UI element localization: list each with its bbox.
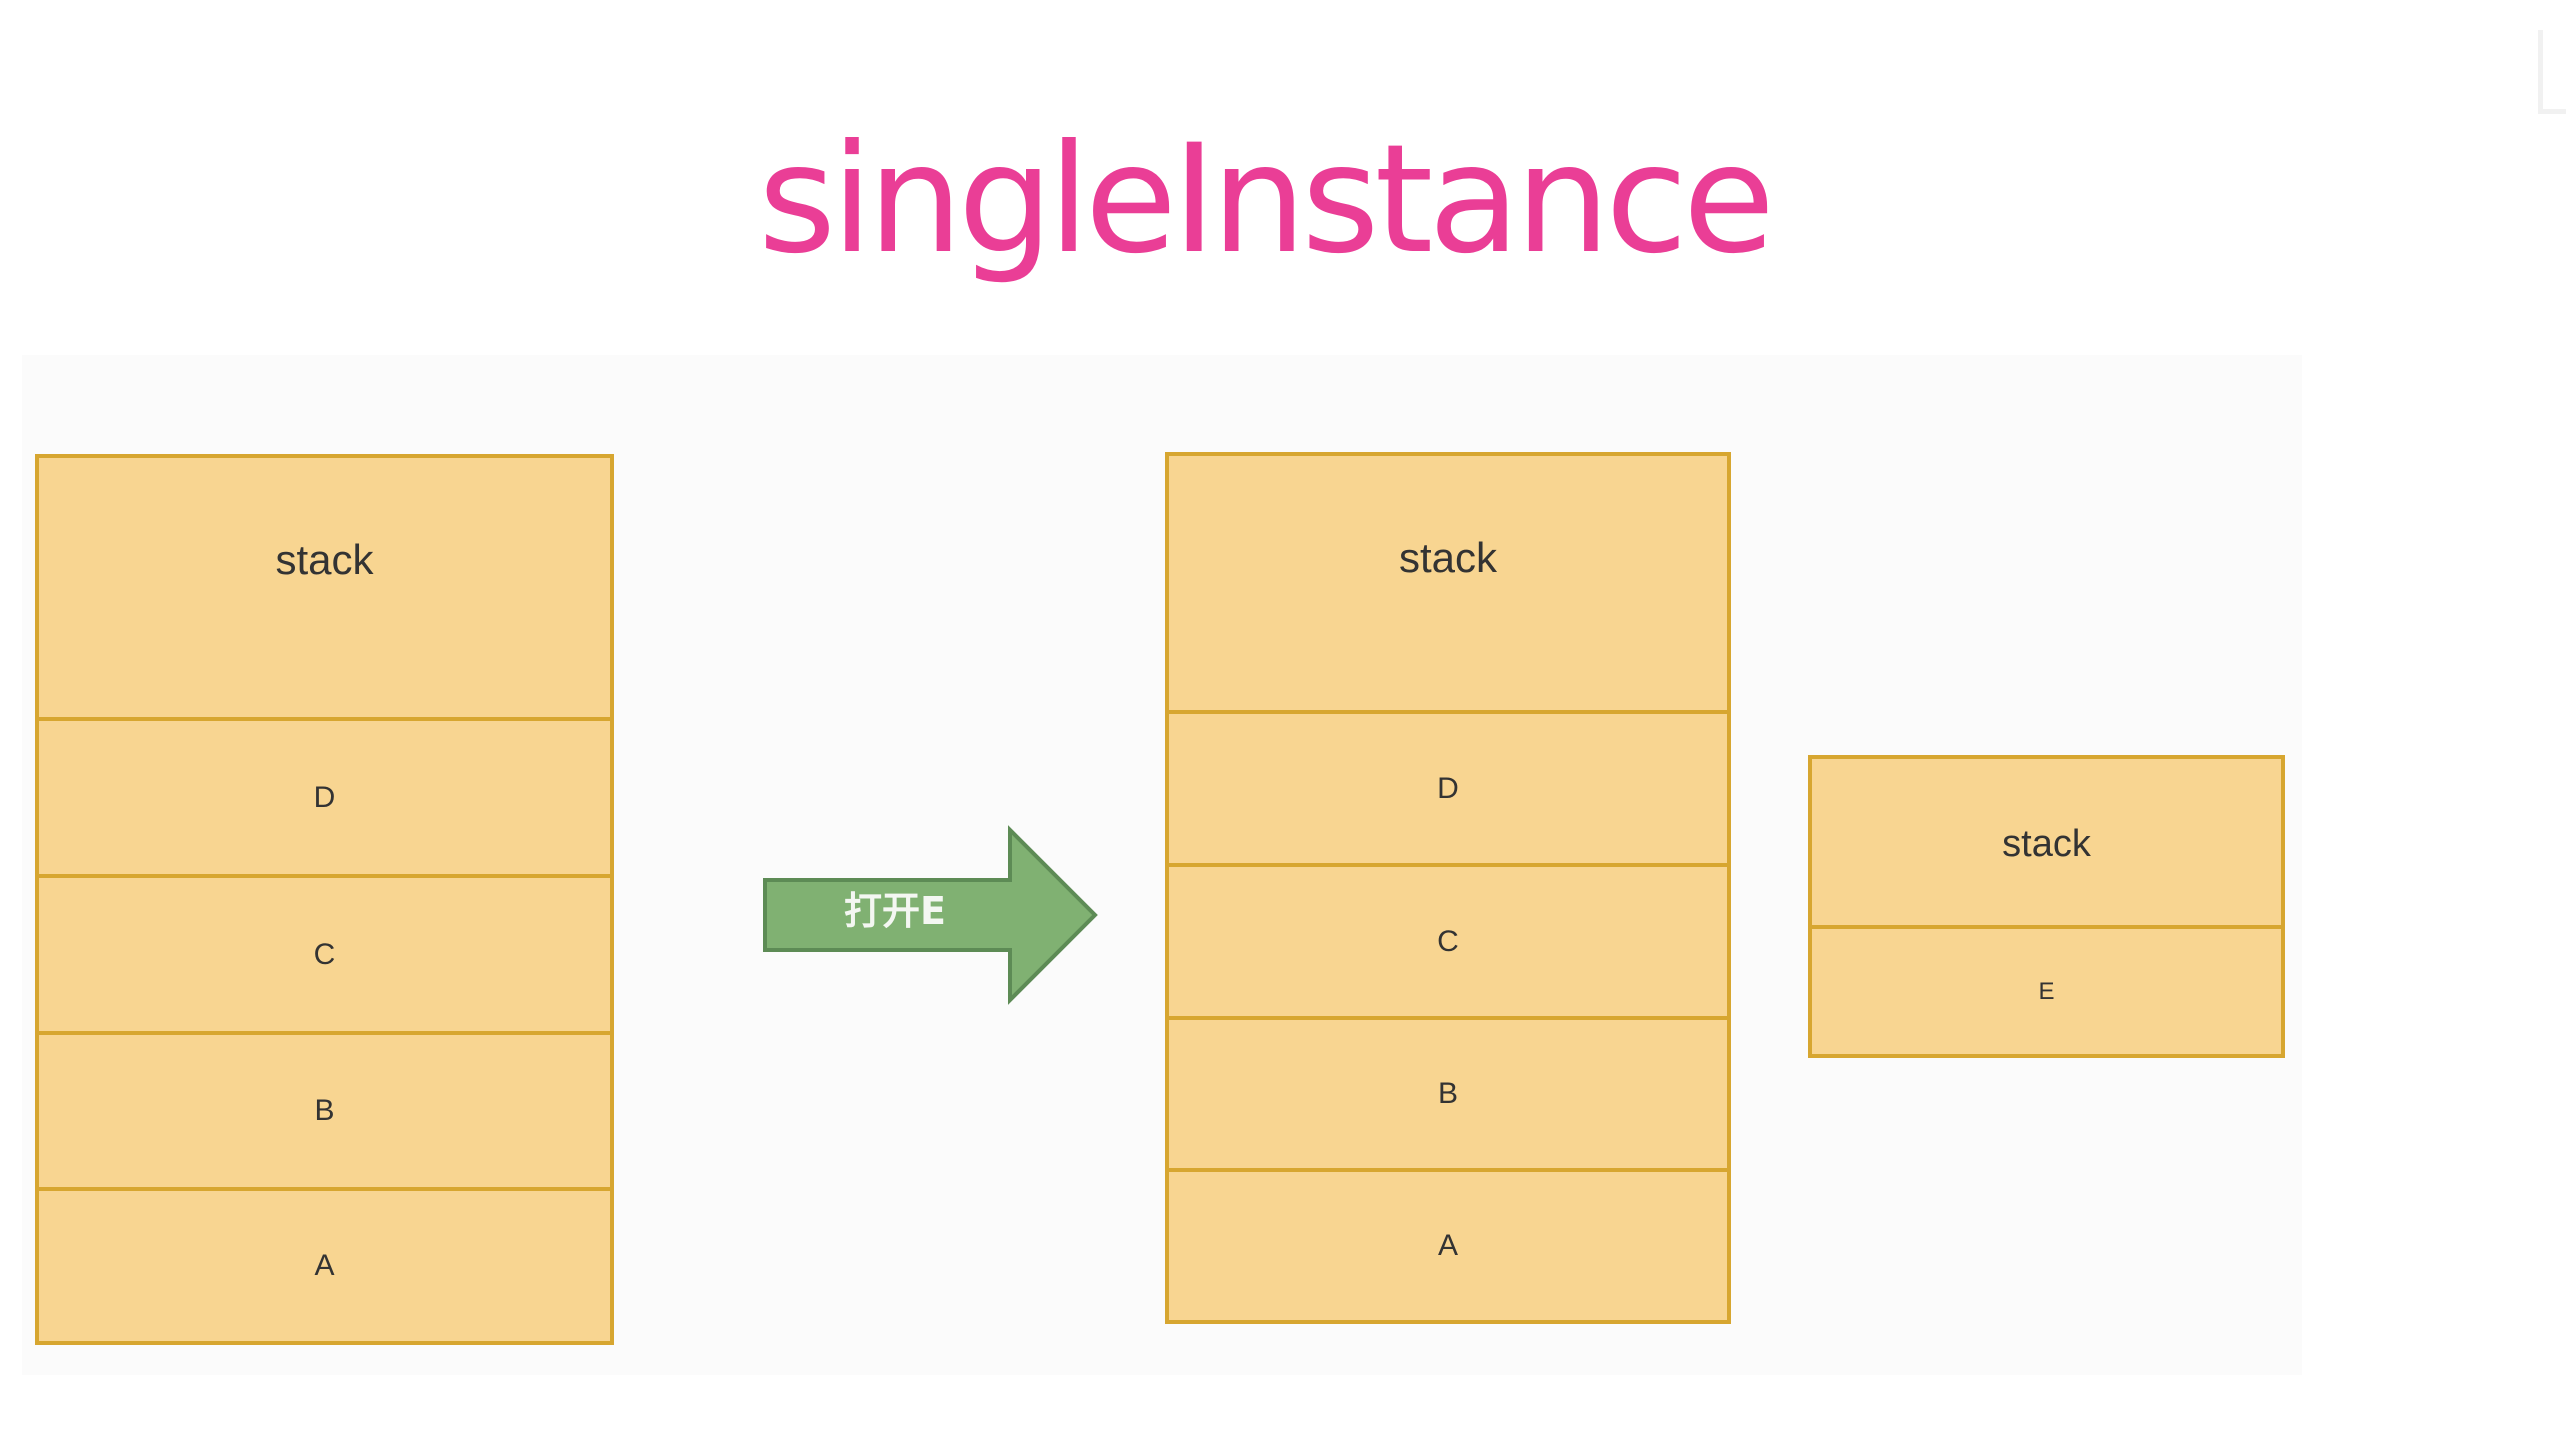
single-stack-item-label: E	[2038, 977, 2055, 1005]
right-stack-item-d: D	[1169, 710, 1727, 863]
right-stack-item-label: A	[1437, 1229, 1458, 1262]
single-stack-header: stack	[1812, 759, 2281, 929]
right-stack-item-c: C	[1169, 863, 1727, 1016]
arrow-shape	[763, 825, 1098, 1005]
right-stack-item-a: A	[1169, 1168, 1727, 1320]
left-stack-item-label: A	[314, 1249, 335, 1282]
left-stack-header-label: stack	[275, 536, 374, 583]
left-stack-item-label: B	[314, 1094, 335, 1127]
right-stack-header: stack	[1169, 456, 1727, 714]
left-stack-item-c: C	[39, 874, 610, 1031]
right-stack: stack D C B A	[1165, 452, 1731, 1324]
single-stack-header-label: stack	[2002, 822, 2091, 865]
left-stack-header: stack	[39, 458, 610, 721]
page-title: singleInstance	[758, 113, 1775, 287]
arrow-label: 打开E	[844, 889, 946, 933]
left-stack: stack D C B A	[35, 454, 614, 1345]
corner-decoration	[2538, 30, 2566, 114]
right-stack-item-label: C	[1437, 924, 1459, 958]
left-stack-item-b: B	[39, 1031, 610, 1187]
left-stack-item-d: D	[39, 717, 610, 874]
single-stack-item-e: E	[1812, 925, 2281, 1054]
left-stack-item-label: C	[313, 937, 336, 971]
right-stack-item-label: B	[1437, 1077, 1458, 1110]
single-instance-stack: stack E	[1808, 755, 2285, 1058]
right-stack-item-label: D	[1437, 771, 1459, 805]
transition-arrow	[763, 825, 1098, 1005]
left-stack-item-label: D	[313, 780, 336, 814]
left-stack-item-a: A	[39, 1187, 610, 1341]
right-stack-header-label: stack	[1398, 534, 1498, 581]
right-stack-item-b: B	[1169, 1016, 1727, 1168]
